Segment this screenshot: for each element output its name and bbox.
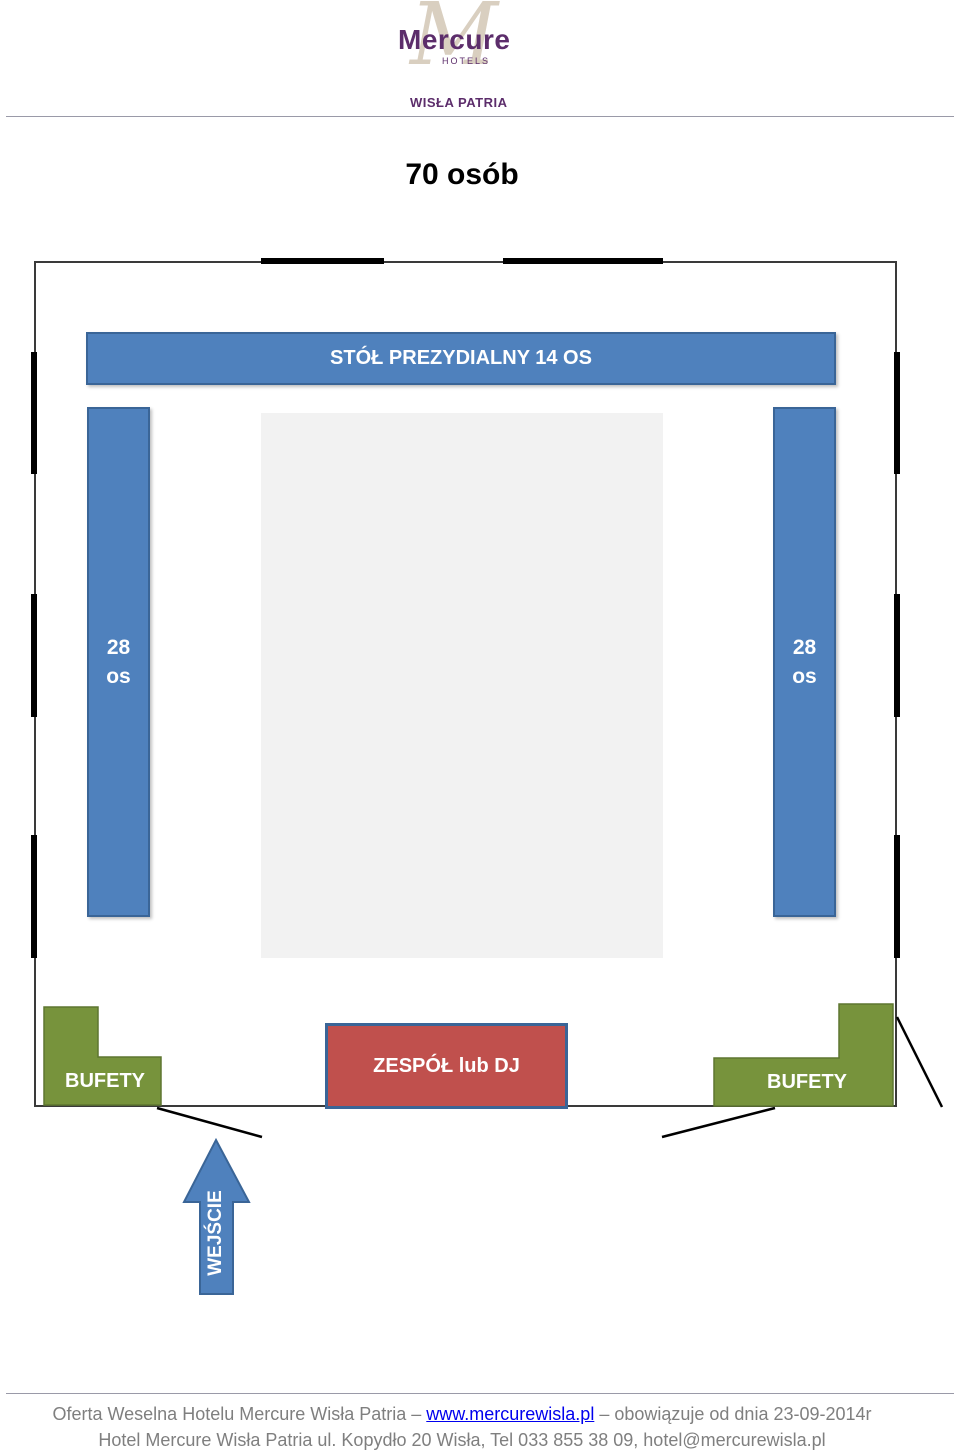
head-table: STÓŁ PREZYDIALNY 14 OS — [86, 332, 836, 385]
window-left-3 — [31, 835, 37, 958]
header-divider — [6, 116, 954, 117]
right-table: 28 os — [773, 407, 836, 917]
footer-validity-text: – obowiązuje od dnia 23-09-2014r — [594, 1404, 872, 1424]
door-left-line — [156, 1106, 263, 1139]
left-table-number: 28 — [106, 635, 131, 659]
window-top-2 — [503, 258, 663, 264]
logo-subtitle: WISŁA PATRIA — [410, 95, 508, 110]
left-table: 28 os — [87, 407, 150, 917]
footer-line-2: Hotel Mercure Wisła Patria ul. Kopydło 2… — [98, 1430, 826, 1450]
page-title: 70 osób — [405, 158, 519, 191]
window-left-1 — [31, 352, 37, 474]
buffet-left-label: BUFETY — [65, 1070, 145, 1092]
entrance-arrow-shape — [182, 1137, 251, 1295]
right-table-number: 28 — [792, 635, 817, 659]
buffet-left-shape — [43, 1006, 162, 1106]
left-table-unit: os — [106, 665, 131, 688]
entrance-label: WEJŚCIE — [205, 1190, 226, 1276]
footer-divider — [6, 1393, 954, 1394]
dance-floor — [261, 413, 663, 958]
window-right-1 — [894, 352, 900, 474]
window-right-3 — [894, 835, 900, 958]
footer-website-link[interactable]: www.mercurewisla.pl — [426, 1404, 595, 1424]
logo-brand-name: Mercure — [398, 24, 511, 55]
band-dj-area: ZESPÓŁ lub DJ — [325, 1023, 568, 1109]
door-side-line — [895, 1016, 944, 1108]
buffet-right-shape — [713, 1003, 894, 1107]
footer-line-1: Oferta Weselna Hotelu Mercure Wisła Patr… — [0, 1404, 924, 1425]
window-right-2 — [894, 594, 900, 717]
window-left-2 — [31, 594, 37, 717]
window-top-1 — [261, 258, 384, 264]
buffet-right-label: BUFETY — [767, 1071, 847, 1093]
door-right-line — [661, 1106, 776, 1139]
right-table-unit: os — [792, 665, 817, 688]
footer-offer-text: Oferta Weselna Hotelu Mercure Wisła Patr… — [52, 1404, 427, 1424]
logo-hotels-text: HOTELS — [442, 56, 491, 66]
mercure-logo: M Mercure HOTELS WISŁA PATRIA — [380, 0, 580, 112]
logo-monogram: M — [410, 0, 499, 85]
